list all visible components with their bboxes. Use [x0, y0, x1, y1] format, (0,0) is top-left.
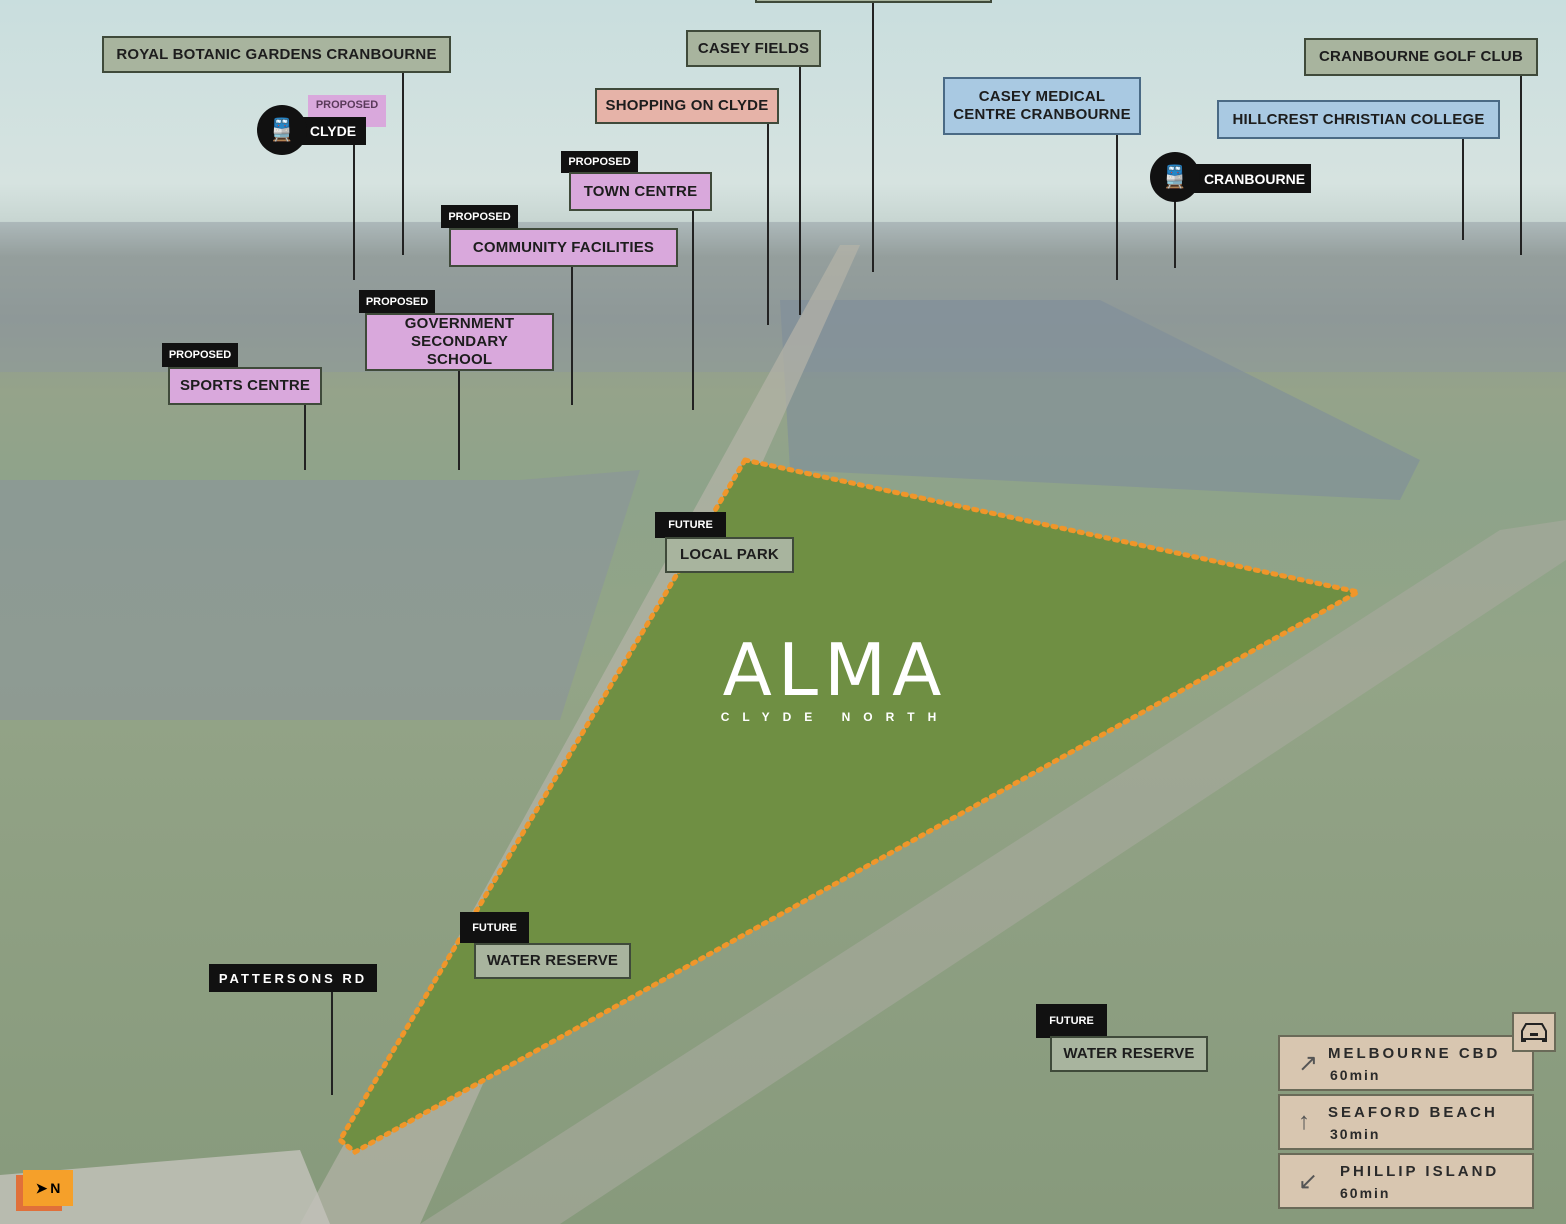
train-icon: 🚆	[257, 105, 307, 155]
proposed-tag: PROPOSED	[359, 290, 435, 313]
travel-time: 60min	[1330, 1067, 1381, 1083]
label-town-centre: TOWN CENTRE	[569, 172, 712, 211]
travel-item-melbourne: ↗ MELBOURNE CBD 60min	[1278, 1035, 1534, 1091]
destination-name: PHILLIP ISLAND	[1340, 1163, 1500, 1180]
train-icon: 🚆	[1150, 152, 1200, 202]
road-east	[420, 520, 1566, 1224]
site-area	[340, 460, 1358, 1152]
proposed-tag: PROPOSED	[561, 151, 638, 173]
leader-lines	[304, 0, 1522, 1095]
cropped-label	[755, 0, 992, 3]
proposed-tag: PROPOSED	[441, 205, 518, 228]
label-casey-medical: CASEY MEDICAL CENTRE CRANBOURNE	[943, 77, 1141, 135]
north-label: N	[50, 1180, 61, 1196]
proposed-tag: PROPOSED	[162, 343, 238, 367]
label-government-secondary-school: GOVERNMENT SECONDARY SCHOOL	[365, 313, 554, 371]
north-compass-badge: ➤N	[23, 1170, 73, 1206]
label-community-facilities: COMMUNITY FACILITIES	[449, 228, 678, 267]
destination-name: SEAFORD BEACH	[1328, 1104, 1498, 1121]
travel-time: 30min	[1330, 1126, 1381, 1142]
label-cranbourne-golf-club: CRANBOURNE GOLF CLUB	[1304, 38, 1538, 76]
label-water-reserve: WATER RESERVE	[1050, 1036, 1208, 1072]
arrow-up-icon: ↑	[1298, 1108, 1310, 1135]
housing-estate-west	[0, 470, 640, 720]
site-subtitle: CLYDE NORTH	[720, 710, 950, 724]
label-shopping-on-clyde: SHOPPING ON CLYDE	[595, 88, 779, 124]
destination-name: MELBOURNE CBD	[1328, 1045, 1501, 1062]
label-clyde-station: CLYDE	[300, 117, 366, 145]
future-tag: FUTURE	[655, 512, 726, 538]
label-royal-botanic-gardens: ROYAL BOTANIC GARDENS CRANBOURNE	[102, 36, 451, 73]
arrow-northeast-icon: ↗	[1298, 1050, 1319, 1077]
arrow-southwest-icon: ↙	[1298, 1168, 1319, 1195]
car-icon	[1512, 1012, 1556, 1052]
site-title: ALMA	[722, 628, 948, 712]
label-hillcrest-college: HILLCREST CHRISTIAN COLLEGE	[1217, 100, 1500, 139]
label-sports-centre: SPORTS CENTRE	[168, 367, 322, 405]
compass-arrow-icon: ➤	[35, 1179, 48, 1196]
label-cranbourne-station: CRANBOURNE	[1190, 164, 1311, 193]
future-tag: FUTURE	[1036, 1004, 1107, 1038]
label-pattersons-rd: PATTERSONS RD	[209, 964, 377, 992]
travel-item-phillip-island: ↙ PHILLIP ISLAND 60min	[1278, 1153, 1534, 1209]
label-casey-fields: CASEY FIELDS	[686, 30, 821, 67]
travel-item-seaford: ↑ SEAFORD BEACH 30min	[1278, 1094, 1534, 1150]
label-water-reserve: WATER RESERVE	[474, 943, 631, 979]
label-local-park: LOCAL PARK	[665, 537, 794, 573]
future-tag: FUTURE	[460, 912, 529, 943]
travel-time: 60min	[1340, 1185, 1391, 1201]
housing-estate-east	[780, 300, 1420, 500]
site-logo: ALMA CLYDE NORTH	[690, 630, 980, 724]
